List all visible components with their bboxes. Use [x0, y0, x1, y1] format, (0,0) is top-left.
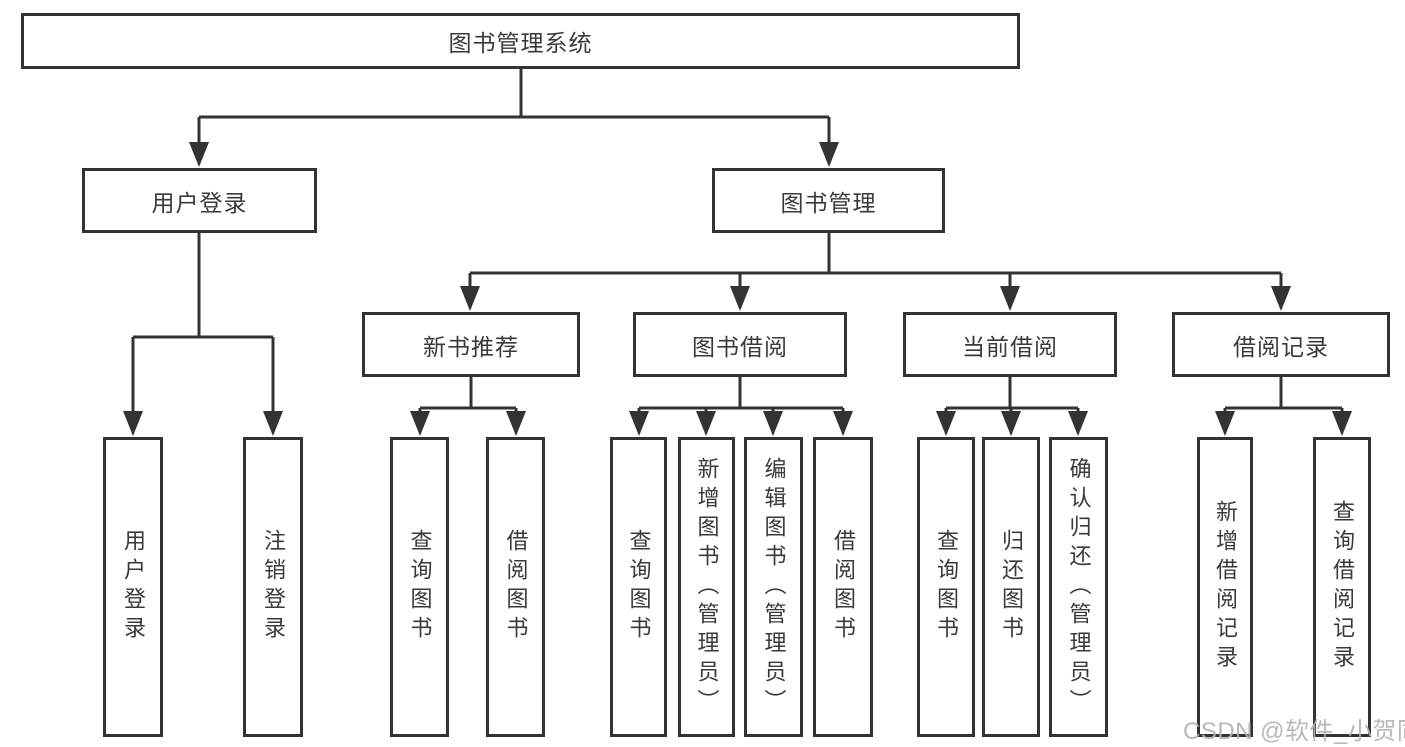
- node-current-borrow-label: 当前借阅: [962, 333, 1058, 360]
- leaf-user-login: 用户登录: [103, 437, 163, 737]
- node-new-book-recommend: 新书推荐: [362, 312, 580, 377]
- node-borrow-records: 借阅记录: [1172, 312, 1390, 377]
- leaf-query-book-recommend: 查询图书: [390, 437, 449, 737]
- leaf-return-book-label: 归还图书: [999, 529, 1024, 645]
- leaf-edit-book-admin: 编辑图书（管理员）: [744, 437, 803, 737]
- node-borrow-records-label: 借阅记录: [1233, 333, 1329, 360]
- leaf-query-book-current-label: 查询图书: [934, 529, 959, 645]
- leaf-query-book-borrow-label: 查询图书: [626, 529, 652, 645]
- leaf-edit-book-admin-label: 编辑图书（管理员）: [761, 456, 787, 718]
- leaf-query-book-borrow: 查询图书: [610, 437, 667, 737]
- leaf-logout: 注销登录: [243, 437, 303, 737]
- leaf-add-book-admin-label: 新增图书（管理员）: [694, 456, 720, 718]
- leaf-add-book-admin: 新增图书（管理员）: [678, 437, 735, 737]
- node-book-borrow-label: 图书借阅: [692, 333, 788, 360]
- leaf-query-borrow-record-label: 查询借阅记录: [1330, 500, 1355, 674]
- csdn-watermark: CSDN @软件_小贺同学: [1183, 718, 1405, 745]
- node-book-borrow: 图书借阅: [633, 312, 847, 377]
- node-book-management: 图书管理: [712, 168, 945, 233]
- leaf-return-book: 归还图书: [982, 437, 1040, 737]
- node-new-book-recommend-label: 新书推荐: [423, 333, 519, 360]
- node-root: 图书管理系统: [21, 13, 1020, 69]
- leaf-borrow-book-recommend: 借阅图书: [486, 437, 545, 737]
- leaf-borrow-book-label: 借阅图书: [831, 529, 856, 645]
- leaf-confirm-return-admin-label: 确认归还（管理员）: [1066, 456, 1092, 718]
- node-book-management-label: 图书管理: [780, 189, 877, 216]
- leaf-query-book-recommend-label: 查询图书: [407, 529, 433, 645]
- leaf-add-borrow-record: 新增借阅记录: [1197, 437, 1253, 737]
- leaf-query-borrow-record: 查询借阅记录: [1313, 437, 1371, 737]
- leaf-confirm-return-admin: 确认归还（管理员）: [1049, 437, 1108, 737]
- node-current-borrow: 当前借阅: [903, 312, 1117, 377]
- node-root-label: 图书管理系统: [448, 30, 593, 56]
- leaf-user-login-label: 用户登录: [121, 529, 146, 645]
- leaf-query-book-current: 查询图书: [917, 437, 975, 737]
- leaf-logout-label: 注销登录: [261, 529, 286, 645]
- tree-wires: [131, 69, 1344, 433]
- node-user-login: 用户登录: [82, 168, 317, 233]
- leaf-add-borrow-record-label: 新增借阅记录: [1213, 500, 1238, 674]
- leaf-borrow-book: 借阅图书: [813, 437, 873, 737]
- node-user-login-label: 用户登录: [151, 189, 248, 216]
- leaf-borrow-book-recommend-label: 借阅图书: [503, 529, 529, 645]
